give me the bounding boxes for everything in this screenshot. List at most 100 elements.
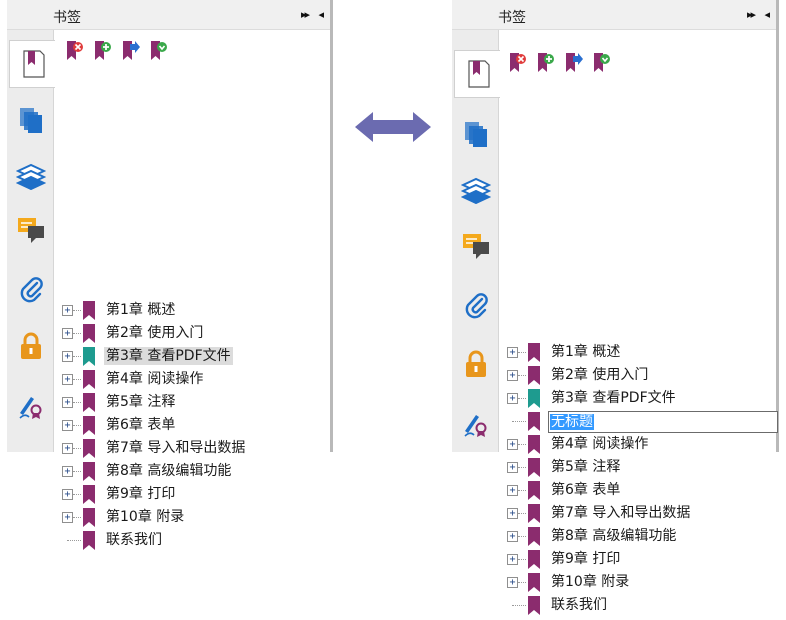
- double-arrow-icon: [355, 112, 431, 142]
- expand-toggle-icon[interactable]: +: [62, 466, 73, 477]
- expand-toggle-icon[interactable]: +: [507, 347, 518, 358]
- bookmark-label: 第9章 打印: [106, 486, 176, 502]
- add-bookmark-icon: [535, 51, 557, 77]
- bookmark-toolbar: [504, 52, 616, 76]
- expand-toggle-icon[interactable]: +: [507, 554, 518, 565]
- bookmark-icon: [82, 531, 96, 555]
- bookmark-item[interactable]: + 第8章 高级编辑功能: [62, 460, 324, 483]
- bookmark-item[interactable]: +第7章 导入和导出数据: [507, 502, 770, 525]
- goto-bookmark-button[interactable]: [117, 40, 145, 64]
- bookmark-item[interactable]: +第3章 查看PDF文件: [62, 345, 324, 368]
- sidebar-tab-comments[interactable]: [454, 222, 498, 270]
- bookmark-item[interactable]: 联系我们: [62, 529, 324, 552]
- collapse-panel-button[interactable]: ▸▸: [300, 8, 310, 21]
- sidebar-tab-layers[interactable]: [454, 166, 498, 214]
- add-bookmark-icon: [92, 39, 114, 65]
- expand-toggle-icon[interactable]: +: [62, 512, 73, 523]
- bookmark-label: 第2章 使用入门: [106, 325, 204, 341]
- expand-toggle-icon[interactable]: +: [62, 374, 73, 385]
- bookmark-item[interactable]: + 第2章 使用入门: [62, 322, 324, 345]
- sidebar-tab-security[interactable]: [9, 322, 53, 370]
- expand-toggle-icon[interactable]: +: [507, 370, 518, 381]
- bookmark-item[interactable]: +第1章 概述: [507, 341, 770, 364]
- bookmark-icon: [82, 393, 96, 417]
- bookmark-item[interactable]: + 第6章 表单: [507, 479, 770, 502]
- sidebar-tab-bookmarks[interactable]: [9, 40, 55, 88]
- bookmark-label: 第5章 注释: [551, 459, 621, 475]
- expand-toggle-icon[interactable]: +: [507, 393, 518, 404]
- expand-toggle-icon[interactable]: +: [507, 508, 518, 519]
- bookmark-item[interactable]: + 第2章 使用入门: [507, 364, 770, 387]
- bookmark-label: 第4章 阅读操作: [551, 436, 649, 452]
- bookmarks-panel-before: 书签 ▸▸ ◂ +第1章 概述+第2章 使用入门+第3章 查看PDF文件+第4章…: [7, 0, 333, 550]
- sidebar-tab-signatures[interactable]: [454, 400, 498, 448]
- expand-toggle-icon[interactable]: +: [507, 577, 518, 588]
- bookmark-item[interactable]: +第5章 注释: [507, 456, 770, 479]
- expand-toggle-icon[interactable]: +: [62, 443, 73, 454]
- bookmark-item[interactable]: + 第9章 打印: [62, 483, 324, 506]
- bookmark-icon: [82, 347, 96, 371]
- sidebar-tab-attachments[interactable]: [454, 282, 498, 330]
- bookmark-item[interactable]: + 第8章 高级编辑功能: [507, 525, 770, 548]
- expand-toggle-icon[interactable]: +: [62, 489, 73, 500]
- bookmark-label: 第2章 使用入门: [551, 367, 649, 383]
- expand-toggle-icon[interactable]: +: [62, 328, 73, 339]
- layers-icon: [16, 162, 46, 190]
- bookmark-tree: +第1章 概述+第2章 使用入门+第3章 查看PDF文件+第4章 阅读操作+第5…: [62, 63, 324, 552]
- bookmark-item[interactable]: +第7章 导入和导出数据: [62, 437, 324, 460]
- collapse-panel-button[interactable]: ▸▸: [746, 8, 756, 21]
- bookmark-item[interactable]: +第9章 打印: [507, 548, 770, 571]
- bookmark-properties-button[interactable]: [588, 52, 616, 76]
- bookmark-item[interactable]: +第3章 查看PDF文件: [507, 387, 770, 410]
- delete-bookmark-button[interactable]: [504, 52, 532, 76]
- sidebar-tab-security[interactable]: [454, 340, 498, 388]
- expand-toggle-icon[interactable]: +: [507, 531, 518, 542]
- bookmark-item[interactable]: +第4章 阅读操作: [62, 368, 324, 391]
- add-bookmark-button[interactable]: [532, 52, 560, 76]
- bookmark-label: 第10章 附录: [106, 509, 185, 525]
- bookmark-item[interactable]: + 第6章 表单: [62, 414, 324, 437]
- bookmark-icon: [82, 324, 96, 348]
- bookmark-item[interactable]: 无标题: [507, 410, 778, 433]
- bookmark-label: 第6章 表单: [551, 482, 621, 498]
- sidebar-tab-pages[interactable]: [9, 96, 53, 144]
- bookmark-rename-input[interactable]: 无标题: [548, 411, 778, 433]
- close-panel-button[interactable]: ◂: [318, 8, 323, 21]
- sidebar-tab-layers[interactable]: [9, 152, 53, 200]
- bookmark-item[interactable]: + 第10章 附录: [62, 506, 324, 529]
- sidebar-tab-signatures[interactable]: [9, 382, 53, 430]
- sidebar-tab-attachments[interactable]: [9, 266, 53, 314]
- sidebar-tab-comments[interactable]: [9, 206, 53, 254]
- goto-bookmark-button[interactable]: [560, 52, 588, 76]
- bookmark-properties-icon: [591, 51, 613, 77]
- bookmark-item[interactable]: +第5章 注释: [62, 391, 324, 414]
- pages-icon: [18, 106, 44, 134]
- tree-connector: [73, 448, 81, 449]
- bookmarks-icon: [20, 49, 46, 79]
- bookmark-label: 第8章 高级编辑功能: [106, 463, 232, 479]
- selected-text: 无标题: [550, 414, 594, 430]
- add-bookmark-button[interactable]: [89, 40, 117, 64]
- tree-connector: [73, 379, 81, 380]
- sidebar-tab-pages[interactable]: [454, 110, 498, 158]
- tree-connector: [67, 540, 81, 541]
- tree-connector: [62, 63, 324, 299]
- bookmark-label: 第6章 表单: [106, 417, 176, 433]
- delete-bookmark-button[interactable]: [61, 40, 89, 64]
- sidebar-tab-bookmarks[interactable]: [454, 50, 500, 98]
- tree-connector: [518, 467, 526, 468]
- expand-toggle-icon[interactable]: +: [62, 351, 73, 362]
- bookmark-label: 第8章 高级编辑功能: [551, 528, 677, 544]
- bookmark-item[interactable]: 联系我们: [507, 594, 770, 617]
- expand-toggle-icon[interactable]: +: [62, 397, 73, 408]
- expand-toggle-icon[interactable]: +: [62, 420, 73, 431]
- bookmark-properties-button[interactable]: [145, 40, 173, 64]
- bookmark-item[interactable]: + 第4章 阅读操作: [507, 433, 770, 456]
- bookmark-item[interactable]: +第1章 概述: [62, 299, 324, 322]
- close-panel-button[interactable]: ◂: [764, 8, 769, 21]
- expand-toggle-icon[interactable]: +: [62, 305, 73, 316]
- expand-toggle-icon[interactable]: +: [507, 485, 518, 496]
- expand-toggle-icon[interactable]: +: [507, 439, 518, 450]
- bookmark-item[interactable]: +第10章 附录: [507, 571, 770, 594]
- signatures-icon: [17, 391, 45, 421]
